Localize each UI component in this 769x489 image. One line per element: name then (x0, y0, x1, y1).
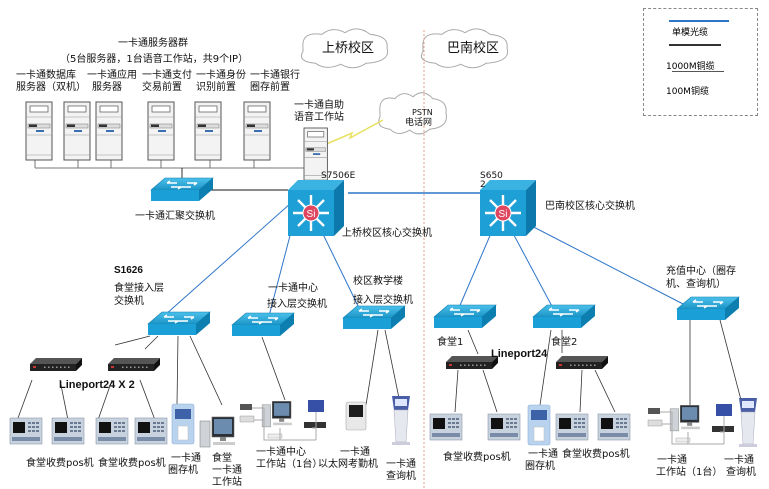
lightning-link (321, 119, 384, 147)
server-group-title: 一卡通服务器群 (118, 38, 188, 49)
canteen1-switch (433, 304, 497, 329)
copper-drop-0 (114, 335, 151, 346)
lineport-right-2 (556, 356, 608, 369)
lineport-left-1 (30, 358, 82, 371)
core-left-model: S7506E (321, 171, 356, 181)
loader-left (171, 403, 195, 445)
core-switch-banan (478, 178, 538, 238)
canteen2-switch (532, 304, 596, 329)
link-core-canteen (164, 202, 292, 316)
link-banan-canteen1 (457, 223, 496, 311)
pos-terminal-1 (51, 417, 85, 445)
legend-label-100m: 100M铜缆 (666, 87, 709, 97)
link-banan-canteen2 (507, 223, 555, 311)
pos-terminal-0 (9, 417, 43, 445)
canteen-access-switch (147, 311, 211, 336)
pos-right-2-label: 食堂收费pos机 (562, 449, 630, 460)
teaching-access-switch (342, 305, 406, 330)
copper-drop-18 (579, 369, 583, 413)
pos-terminal-3 (134, 417, 168, 445)
pos-left-2-label: 食堂收费pos机 (98, 458, 166, 469)
copper-drop-13 (59, 379, 69, 421)
pos-terminal-5 (487, 413, 521, 441)
aggregation-switch (150, 177, 214, 202)
lineport-left-2 (108, 358, 160, 371)
legend-line-fiber (669, 20, 729, 22)
pos-terminal-6 (555, 413, 589, 441)
canteen-switch-model: S1626 (114, 265, 143, 276)
server-2 (95, 101, 123, 161)
kiosk-right (738, 397, 758, 448)
server-5 (243, 101, 271, 161)
copper-drop-17 (482, 369, 498, 413)
pos-left-1-label: 食堂收费pos机 (26, 458, 94, 469)
cloud-shangqiao (300, 28, 389, 69)
copper-drop-3 (189, 335, 223, 406)
copper-drop-15 (139, 379, 156, 421)
link-banan-recharge (519, 219, 686, 306)
copper-drop-9 (539, 329, 552, 406)
legend-line-1000m (669, 44, 721, 46)
legend-label-1000m: 1000M铜缆 (666, 62, 715, 72)
attendance-terminal (345, 401, 367, 431)
lineport-left-label: Lineport24 X 2 (59, 379, 135, 391)
lineport-right-label: Lineport24 (491, 348, 548, 360)
legend: 单模光缆 1000M铜缆 100M铜缆 (643, 8, 758, 116)
pos-terminal-4 (429, 413, 463, 441)
legend-label-fiber: 单模光缆 (672, 28, 709, 38)
copper-drop-12 (17, 379, 33, 419)
canteen1-label: 食堂1 (437, 337, 464, 348)
copper-drop-5 (365, 329, 379, 406)
server-1 (63, 101, 91, 161)
campus-label-banan: 巴南校区 (447, 41, 500, 56)
server-group-subtitle: （5台服务器，1台语音工作站，共9个IP） (60, 54, 249, 65)
copper-drop-4 (261, 336, 286, 401)
copper-drop-6 (384, 329, 401, 404)
copper-drop-7 (467, 329, 479, 355)
copper-drop-1 (144, 335, 159, 350)
pos-right-1-label: 食堂收费pos机 (443, 452, 511, 463)
link-core-teaching (319, 227, 361, 311)
server-3 (147, 101, 175, 161)
legend-line-100m (672, 71, 724, 72)
aggregation-switch-label: 一卡通汇聚交换机 (135, 211, 215, 222)
canteen2-label: 食堂2 (551, 337, 578, 348)
recharge-workstation-group (648, 404, 734, 444)
kiosk-left (391, 395, 411, 446)
pos-terminal-7 (597, 413, 631, 441)
loader-right (527, 404, 551, 446)
cloud-banan (420, 28, 509, 69)
core-left-label: 上桥校区核心交换机 (342, 228, 432, 239)
cloud-pstn (378, 92, 447, 135)
copper-drop-19 (594, 369, 616, 413)
copper-drop-16 (454, 369, 459, 413)
recharge-switch (676, 296, 740, 321)
core-switch-shangqiao (286, 178, 346, 238)
center-workstation-group (240, 400, 326, 440)
server-4 (194, 101, 222, 161)
core-right-label: 巴南校区核心交换机 (545, 201, 635, 212)
center-access-switch (231, 312, 295, 337)
copper-drop-2 (176, 335, 179, 405)
server-0 (25, 101, 53, 161)
copper-drop-11 (719, 319, 742, 401)
link-core-center (267, 227, 293, 321)
copper-drop-14 (97, 379, 113, 421)
canteen-workstation (199, 416, 236, 448)
campus-label-shangqiao: 上桥校区 (322, 41, 375, 56)
pos-terminal-2 (95, 417, 129, 445)
